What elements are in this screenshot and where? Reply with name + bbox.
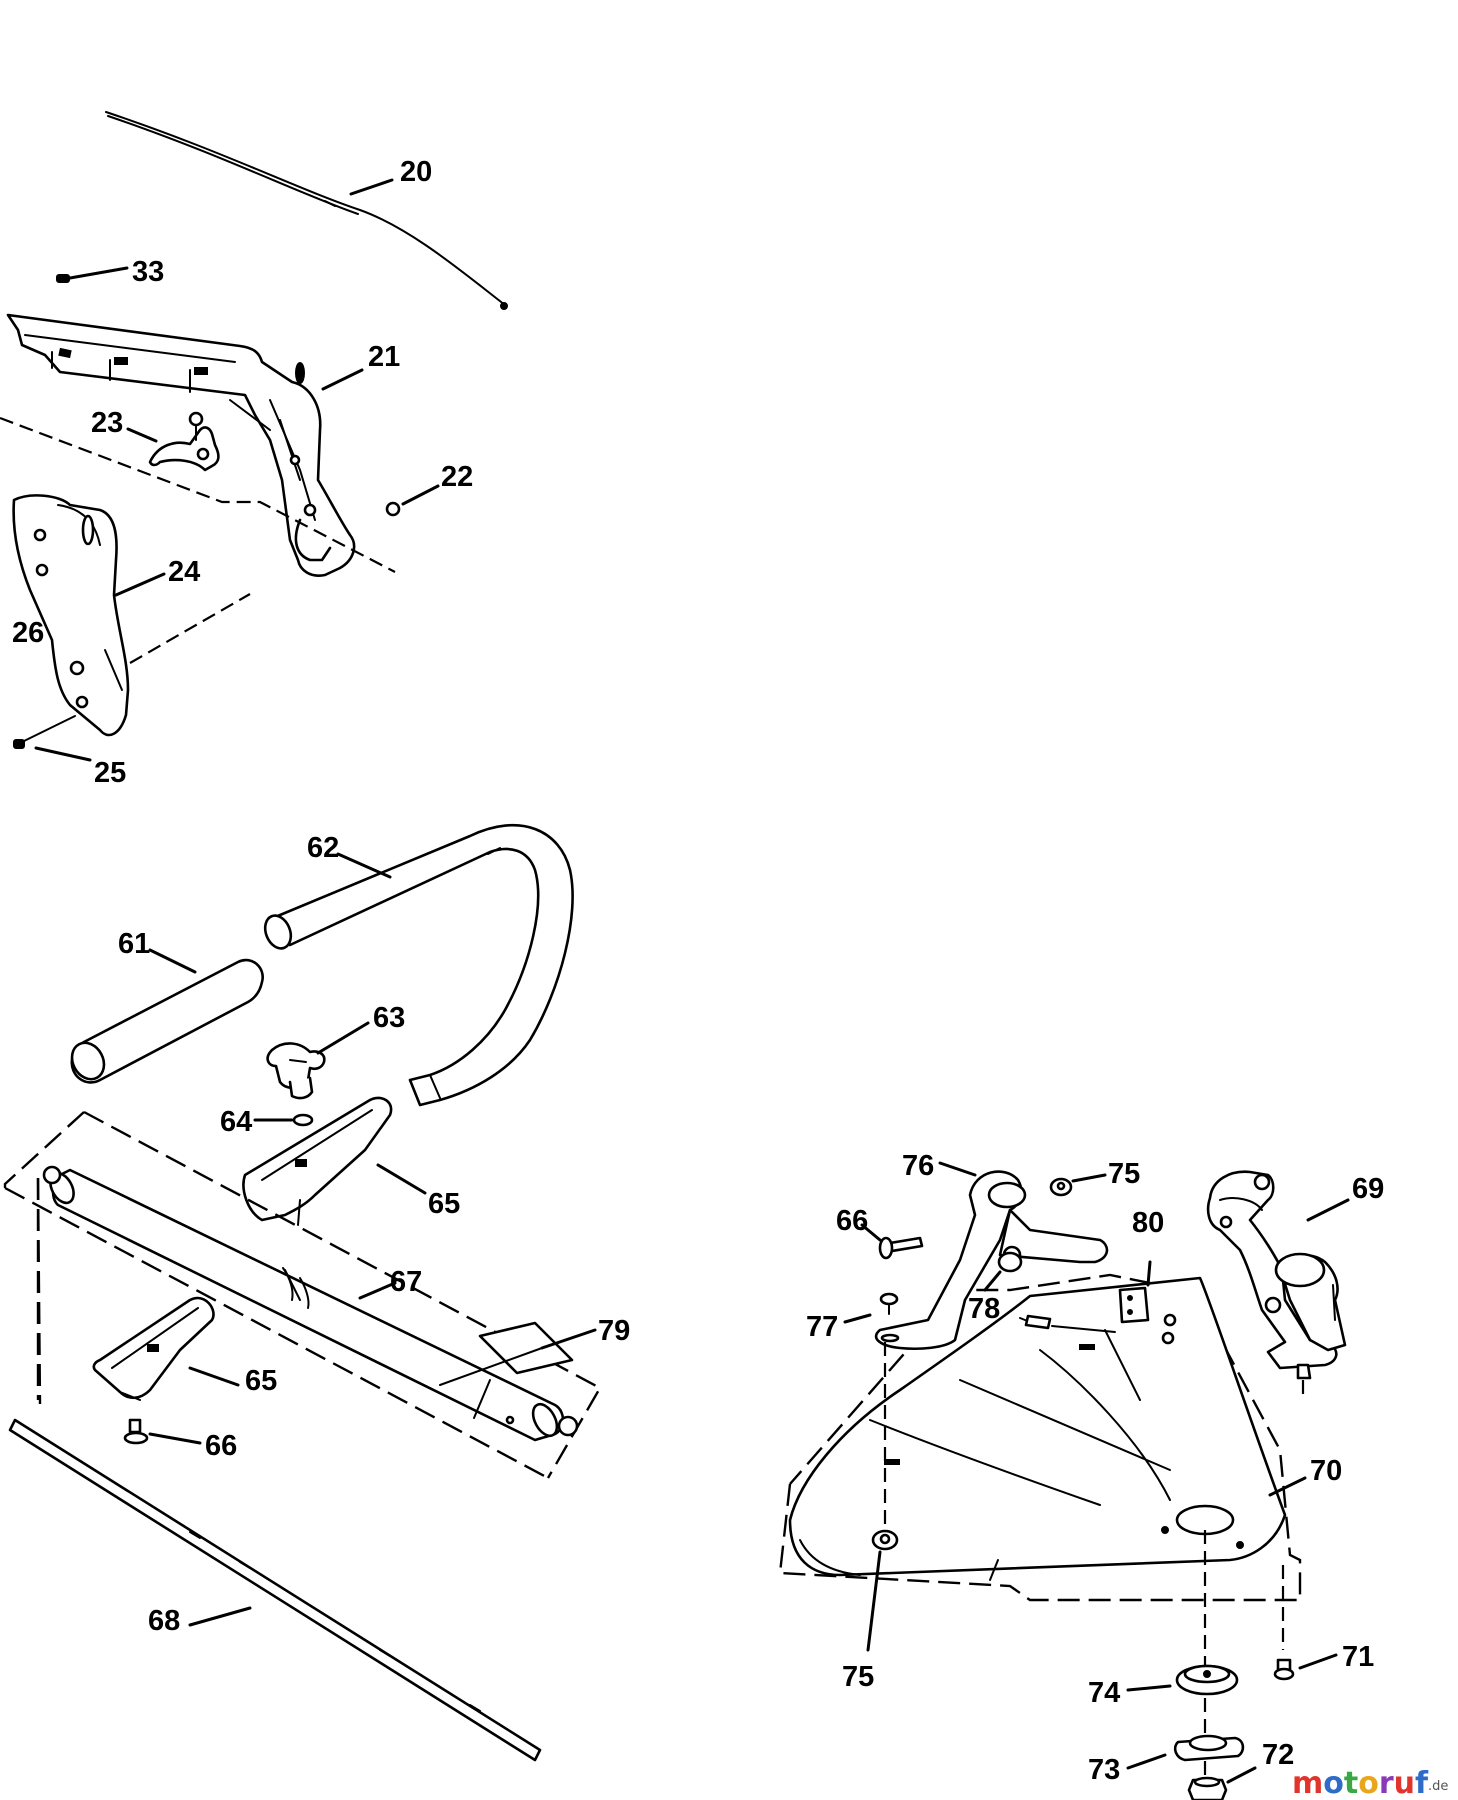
leader-62 (336, 852, 392, 879)
leader-20 (349, 178, 394, 196)
watermark-suffix: .de (1428, 1779, 1448, 1794)
part-67-shaft-tube (42, 1165, 579, 1442)
label-66b: 66 (205, 1430, 237, 1462)
label-26: 26 (12, 617, 44, 649)
leader-63 (316, 1021, 370, 1055)
part-66-bolt-lower (123, 1418, 202, 1445)
part-33-screw (56, 266, 129, 283)
watermark-letter: u (1394, 1766, 1415, 1800)
leader-68 (188, 1606, 252, 1627)
label-67: 67 (390, 1266, 422, 1298)
part-79-decal (439, 1321, 597, 1386)
leader-24 (114, 572, 166, 597)
label-63: 63 (373, 1002, 405, 1034)
label-71: 71 (1342, 1641, 1374, 1673)
leader-61 (148, 948, 197, 974)
label-24: 24 (168, 556, 200, 588)
leader-70 (1268, 1476, 1307, 1497)
part-77-bolt (843, 1292, 899, 1324)
part-62-loop-handle (263, 823, 574, 1107)
leader-65a (376, 1163, 427, 1195)
part-75-nut-top (1049, 1173, 1107, 1197)
leader-65b (188, 1366, 240, 1387)
part-68-drive-shaft (8, 1418, 542, 1762)
label-21: 21 (368, 341, 400, 373)
label-68: 68 (148, 1605, 180, 1637)
watermark-logo: motoruf .de (1292, 1766, 1448, 1800)
part-74-adapter (1126, 1664, 1239, 1696)
part-80-plate (1019, 1260, 1177, 1401)
shaft-assembly-outline (3, 1110, 602, 1480)
label-22: 22 (441, 461, 473, 493)
label-79: 79 (598, 1315, 630, 1347)
part-72-nut (1187, 1766, 1257, 1800)
label-80: 80 (1132, 1207, 1164, 1239)
watermark-letter: m (1292, 1766, 1323, 1800)
part-71-screw (1273, 1653, 1338, 1681)
watermark-letter: f (1415, 1766, 1429, 1800)
part-69-gearhead (1206, 1170, 1347, 1400)
part-76-bracket (874, 1170, 1109, 1351)
label-72: 72 (1262, 1739, 1294, 1771)
label-62: 62 (307, 832, 339, 864)
centerline-handle (0, 416, 396, 573)
shaft-assembly-outline-side (36, 1177, 42, 1405)
guard-assembly-outline (778, 1273, 1302, 1602)
part-66-bolt-right (860, 1223, 924, 1260)
label-66a: 66 (836, 1205, 868, 1237)
label-65b: 65 (245, 1365, 277, 1397)
label-75a: 75 (1108, 1158, 1140, 1190)
part-61-grip (70, 958, 264, 1084)
part-23-trigger (148, 411, 220, 472)
centerline-handle-lower (129, 593, 251, 664)
watermark-letter: r (1379, 1766, 1394, 1800)
part-24-handle-half (12, 494, 130, 737)
part-64-washer (253, 1113, 314, 1127)
label-69: 69 (1352, 1173, 1384, 1205)
leader-76 (938, 1161, 977, 1177)
part-65-clamp-lower (92, 1296, 215, 1401)
label-20: 20 (400, 156, 432, 188)
leader-69 (1306, 1198, 1350, 1222)
label-73: 73 (1088, 1754, 1120, 1786)
label-74: 74 (1088, 1677, 1120, 1709)
part-75-nut-bottom (866, 1529, 899, 1652)
part-21-handle-housing (6, 313, 356, 577)
part-73-washer (1126, 1734, 1245, 1770)
label-76: 76 (902, 1150, 934, 1182)
leader-67 (358, 1281, 397, 1300)
label-64: 64 (220, 1106, 252, 1138)
leader-23 (126, 427, 158, 443)
label-70: 70 (1310, 1455, 1342, 1487)
part-22-washer (385, 484, 440, 517)
label-25: 25 (94, 757, 126, 789)
watermark-letter: t (1344, 1766, 1358, 1800)
watermark-letter: o (1358, 1766, 1379, 1800)
part-70-guard (788, 1276, 1287, 1581)
label-65a: 65 (428, 1188, 460, 1220)
watermark-letter: o (1323, 1766, 1344, 1800)
part-65-clamp-upper (242, 1096, 393, 1226)
part-78-spacer (983, 1251, 1023, 1292)
label-75b: 75 (842, 1661, 874, 1693)
part-25-screw (13, 715, 92, 762)
label-77: 77 (806, 1311, 838, 1343)
label-78: 78 (968, 1293, 1000, 1325)
svg-text:motoruf: motoruf (1292, 1766, 1429, 1800)
label-61: 61 (118, 928, 150, 960)
label-23: 23 (91, 407, 123, 439)
label-33: 33 (132, 256, 164, 288)
part-20-throttle-cable (105, 111, 508, 310)
leader-21 (321, 368, 364, 391)
part-63-knob (266, 1042, 326, 1100)
